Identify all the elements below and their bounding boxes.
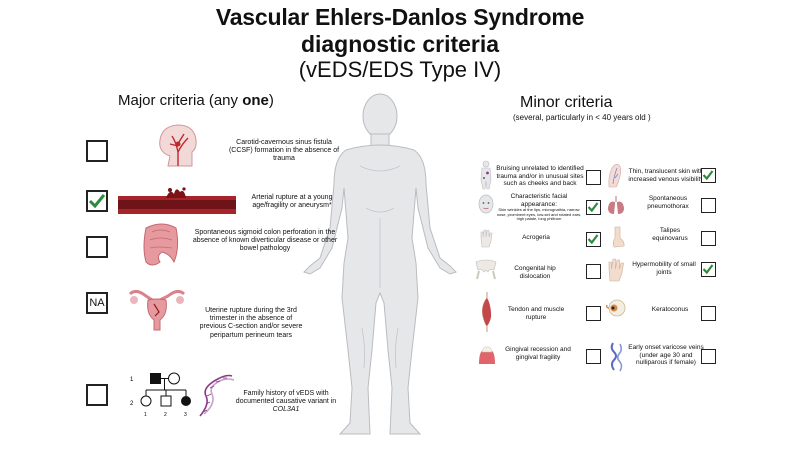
major-heading-emphasis: one	[242, 92, 269, 109]
pedigree-n1: 1	[144, 412, 147, 418]
unaffected-male-symbol	[160, 395, 172, 407]
colon-icon	[143, 223, 179, 266]
title-line-1: Vascular Ehlers-Danlos Syndrome	[215, 4, 585, 30]
eye-icon	[606, 299, 626, 317]
talipes-checkbox[interactable]	[701, 231, 716, 246]
gingival-checkbox[interactable]	[586, 349, 601, 364]
checkmark-icon	[587, 202, 599, 213]
gingival-text: Gingival recession and gingival fragilit…	[505, 346, 571, 361]
pedigree-n2: 2	[164, 412, 167, 418]
pedigree-gen2-label: 2	[130, 401, 134, 407]
pedigree-gen1-label: 1	[130, 377, 134, 383]
colon-perforation-text: Spontaneous sigmoid colon perforation in…	[192, 229, 338, 253]
major-heading-prefix: Major criteria (any	[118, 92, 243, 109]
checkmark-icon	[587, 234, 599, 245]
tendon-rupture-checkbox[interactable]	[586, 306, 601, 321]
lungs-icon	[608, 196, 624, 214]
muscle-icon	[482, 292, 492, 332]
bruising-text: Bruising unrelated to identified trauma …	[496, 165, 584, 187]
hip-dislocation-checkbox[interactable]	[586, 264, 601, 279]
hypermobility-text: Hypermobility of small joints	[632, 261, 696, 276]
family-history-checkbox[interactable]	[86, 384, 108, 406]
pelvis-icon	[475, 259, 497, 280]
ccsf-text: Carotid-cavernous sinus fistula (CCSF) f…	[228, 139, 340, 163]
arterial-rupture-text: Arterial rupture at a young age/fragilit…	[251, 194, 333, 210]
facial-appearance-detail: Skin wrinkles at the lips, micrognathia,…	[496, 207, 582, 221]
major-criteria-heading: Major criteria (any one)	[118, 92, 274, 109]
checkmark-icon	[702, 264, 714, 275]
keratoconus-text: Keratoconus	[651, 306, 689, 313]
uterine-rupture-text: Uterine rupture during the 3rd trimester…	[199, 307, 303, 339]
uterus-icon	[128, 289, 186, 331]
facial-appearance-label: Characteristic facial appearance:	[510, 193, 568, 208]
col3a1-gene-label: COL3A1	[272, 406, 300, 414]
na-label: NA	[89, 297, 105, 309]
varicose-veins-text: Early onset varicose veins (under age 30…	[628, 344, 704, 366]
arterial-rupture-checkbox[interactable]	[86, 190, 108, 212]
varicose-veins-checkbox[interactable]	[701, 349, 716, 364]
colon-perforation-checkbox[interactable]	[86, 236, 108, 258]
uterine-rupture-na-box[interactable]: NA	[86, 292, 108, 314]
bruising-checkbox[interactable]	[586, 170, 601, 185]
pneumothorax-checkbox[interactable]	[701, 198, 716, 213]
dna-helix-icon	[199, 374, 235, 417]
translucent-skin-checkbox[interactable]	[701, 168, 716, 183]
gum-tooth-icon	[479, 346, 495, 364]
pneumothorax-text: Spontaneous pneumothorax	[647, 195, 689, 210]
acrogeria-text: Acrogeria	[522, 234, 550, 241]
foot-icon	[612, 226, 625, 248]
female-symbol	[168, 372, 180, 385]
hand-icon	[480, 229, 493, 248]
family-history-text: Family history of vEDS with documented c…	[232, 390, 340, 415]
hypermobility-checkbox[interactable]	[701, 262, 716, 277]
affected-male-symbol	[150, 373, 161, 384]
facial-appearance-text: Characteristic facial appearance: Skin w…	[494, 193, 584, 222]
face-icon	[478, 194, 494, 214]
human-body-illustration	[303, 93, 457, 435]
checkmark-icon	[702, 170, 714, 181]
minor-criteria-subheading: (several, particularly in < 40 years old…	[513, 113, 651, 122]
forearm-veins-icon	[608, 164, 622, 188]
minor-criteria-heading: Minor criteria	[520, 94, 613, 111]
title-line-3: (vEDS/EDS Type IV)	[298, 57, 502, 82]
tendon-rupture-text: Tendon and muscle rupture	[507, 306, 565, 321]
bruised-body-icon	[480, 160, 492, 190]
title-line-2: diagnostic criteria	[300, 31, 500, 57]
hand-joints-icon	[608, 258, 624, 282]
translucent-skin-text: Thin, translucent skin with increased ve…	[628, 168, 704, 183]
pedigree-chart: 1 2 1 2 3	[130, 372, 191, 418]
checkmark-icon	[88, 194, 106, 209]
ruptured-artery-icon	[118, 187, 236, 214]
head-vasculature-icon	[159, 124, 197, 167]
affected-female-symbol	[181, 396, 191, 406]
acrogeria-checkbox[interactable]	[586, 232, 601, 247]
hip-dislocation-text: Congenital hip dislocation	[514, 265, 556, 280]
family-history-text-prefix: Family history of vEDS with documented c…	[235, 390, 337, 406]
major-heading-suffix: )	[268, 92, 274, 109]
ccsf-checkbox[interactable]	[86, 140, 108, 162]
keratoconus-checkbox[interactable]	[701, 306, 716, 321]
facial-appearance-checkbox[interactable]	[586, 200, 601, 215]
unaffected-female-symbol	[140, 395, 152, 407]
talipes-text: Talipes equinovarus	[652, 227, 688, 242]
pedigree-n3: 3	[184, 412, 187, 418]
varicose-veins-icon	[610, 342, 623, 372]
